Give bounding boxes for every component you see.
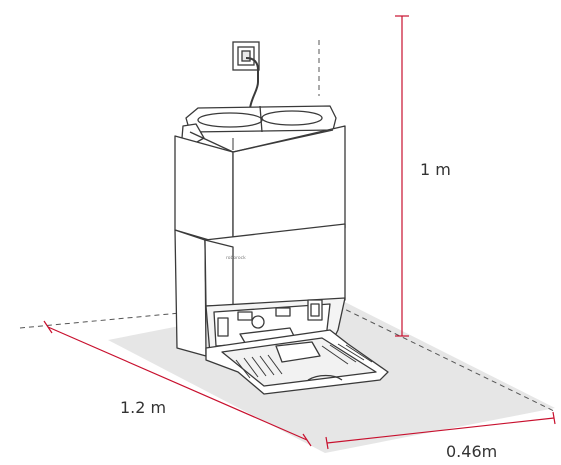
- wall-socket-icon: [232, 41, 260, 71]
- docking-station: [174, 105, 389, 395]
- floor-guide-lines: [19, 301, 557, 413]
- brand-mark: roborock: [226, 255, 246, 261]
- power-cord: [245, 57, 259, 109]
- height-dimension-line: [395, 15, 409, 337]
- depth-label: 1.2 m: [120, 398, 167, 417]
- width-dimension-line: [325, 411, 556, 450]
- width-label: 0.46m: [446, 442, 498, 461]
- depth-dimension-line: [43, 320, 312, 447]
- height-label: 1 m: [420, 160, 451, 179]
